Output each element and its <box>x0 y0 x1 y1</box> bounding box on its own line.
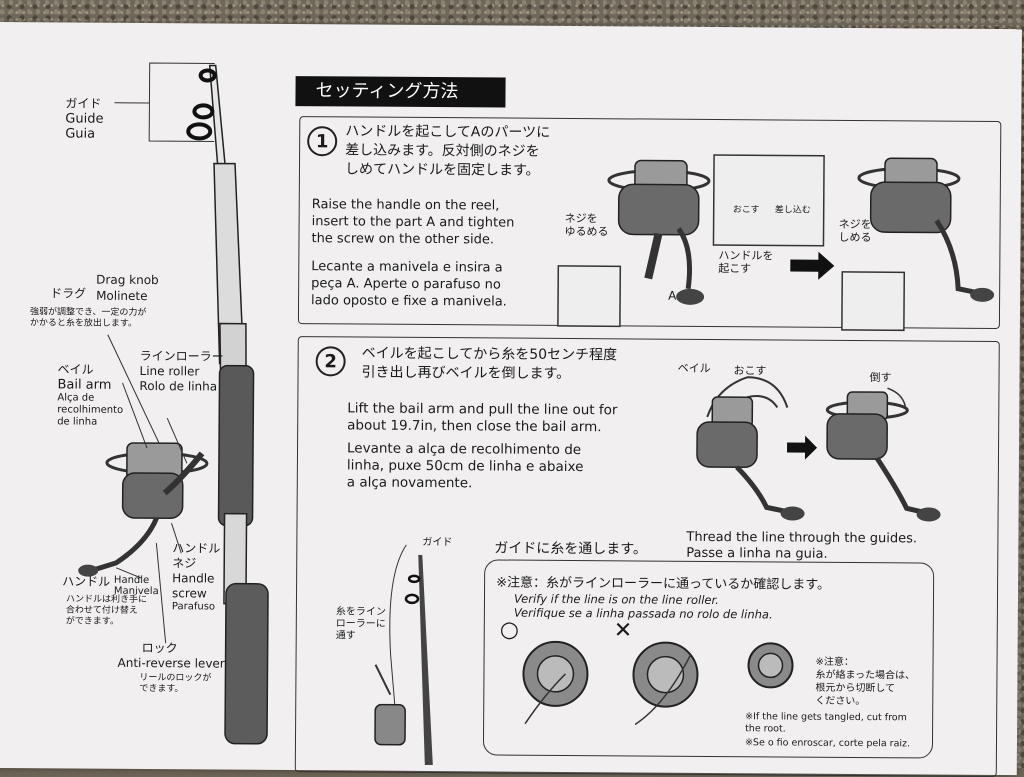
step1-insert-label: 差し込む <box>775 205 811 216</box>
label-guide: ガイド Guide Guia <box>65 96 104 141</box>
step1-loosen-label: ネジを ゆるめる <box>565 212 609 238</box>
notice-text-pt: Verifique se a linha passada no rolo de … <box>514 606 773 622</box>
step2-number: 2 <box>316 346 346 376</box>
label-line-roller: ラインローラー Line roller Rolo de linha <box>139 349 223 395</box>
drag-knob-note: 強弱が調整でき、一定の力が かかると糸を放出します。 <box>30 307 147 330</box>
step1-tighten-label: ネジを しめる <box>838 218 871 244</box>
anti-reverse-note: リールのロックが できます。 <box>139 673 211 696</box>
label-drag-knob-pt: Molinete <box>96 289 148 304</box>
label-anti-reverse-lever: ロック Anti-reverse lever <box>117 641 224 672</box>
step1-text-jp: ハンドルを起こしてAのパーツに 差し込みます。反対側のネジを しめてハンドルを固… <box>345 122 550 180</box>
step2-down-label: 倒す <box>870 372 892 383</box>
step3-guide-label: ガイド <box>422 537 452 548</box>
caution-jp: ※注意： 糸が絡まった場合は、 根元から切断して ください。 <box>815 656 915 709</box>
notice-text-en: Verify if the line is on the line roller… <box>514 592 719 607</box>
handle-note: ハンドルは利き手に 合わせて付け替え ができます。 <box>66 594 147 628</box>
caution-en: ※If the line gets tangled, cut from the … <box>745 711 907 736</box>
label-drag-knob-jp: ドラグ <box>50 286 86 301</box>
step2-illustration <box>676 357 977 529</box>
step3-text-jp: ガイドに糸を通します。 <box>494 539 647 559</box>
step3-illustration <box>335 534 457 765</box>
step1-text-pt: Lecante a manivela e insira a peça A. Ap… <box>311 258 507 310</box>
step1-number: 1 <box>307 126 337 156</box>
label-handle-screw: ハンドル ネジ Handle screw Parafuso <box>172 541 221 612</box>
step2-text-jp: ベイルを起こしてから糸を50センチ程度 引き出し再びベイルを倒します。 <box>361 345 617 385</box>
step2-bail-label: ベイル <box>678 363 711 374</box>
section-title: セッティング方法 <box>295 76 505 107</box>
caution-pt: ※Se o fio enroscar, corte pela raiz. <box>745 737 910 749</box>
step1-part-a-label: A <box>668 289 676 304</box>
step1-raise-label: ハンドルを 起こす <box>718 249 773 275</box>
notice-title: ※注意：糸がラインローラーに通っているか確認します。 <box>496 571 830 592</box>
step3-roller-note: 糸をライン ローラーに 通す <box>336 606 386 642</box>
step2-text-en: Lift the bail arm and pull the line out … <box>347 400 617 436</box>
step1-fold-label: おこす <box>733 205 760 216</box>
step1-text-en: Raise the handle on the reel, insert to … <box>311 196 514 248</box>
step2-lift-label: おこす <box>734 365 767 376</box>
label-drag-knob: Drag knob <box>96 273 159 288</box>
instruction-sheet: ガイド Guide Guia Drag knob ドラグ Molinete 強弱… <box>0 22 1022 775</box>
step2-text-pt: Levante a alça de recolhimento de linha,… <box>347 440 584 493</box>
step1-illustration <box>578 118 999 321</box>
label-bail-arm: ベイル Bail arm Alça de recolhimento de lin… <box>57 362 123 428</box>
